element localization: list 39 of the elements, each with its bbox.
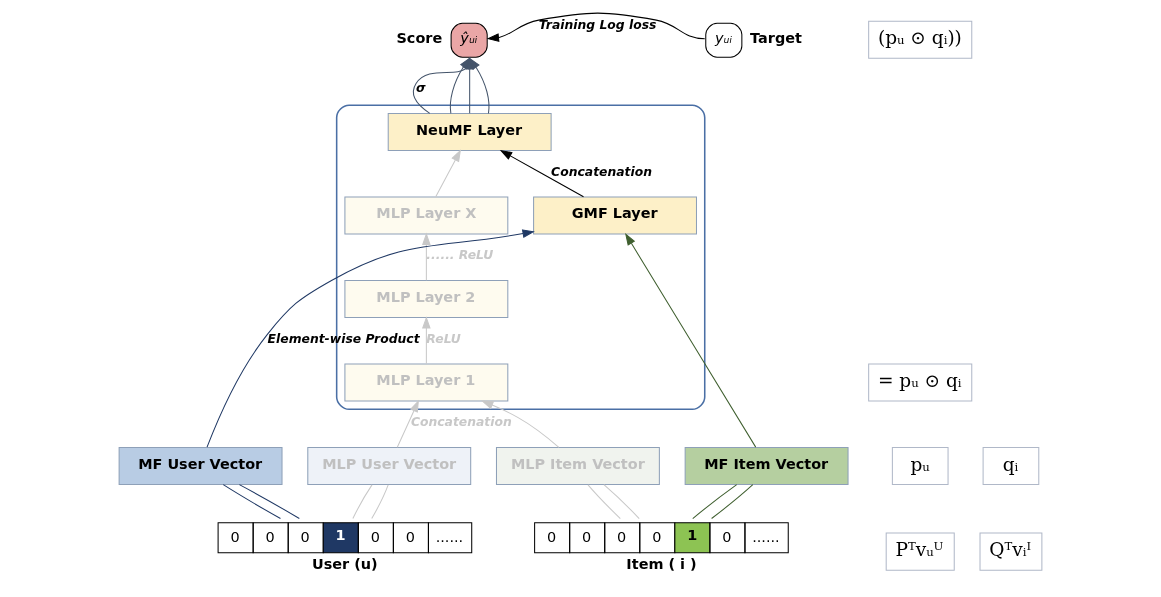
arrow: [422, 232, 431, 281]
edge-label: Concatenation: [551, 164, 653, 179]
node-box: MLP Layer 1: [344, 363, 509, 402]
node-box: MLP Layer 2: [344, 279, 509, 319]
connector: [238, 484, 300, 520]
node-box: MF Item Vector: [684, 446, 849, 486]
arrow: [486, 12, 706, 42]
connector: [587, 484, 621, 520]
node-box: Qᵀvᵢᴵ: [979, 532, 1043, 571]
connector: [603, 484, 640, 520]
connector: [711, 484, 754, 520]
connector: [692, 484, 738, 520]
node-box: = pᵤ ⊙ qᵢ: [868, 363, 973, 402]
node-box: Pᵀvᵤᵁ: [885, 532, 955, 571]
edge-label: σ: [416, 81, 426, 96]
arrow: [499, 149, 584, 198]
arrow: [469, 57, 490, 114]
connector: [222, 484, 281, 520]
node-box: MLP Layer X: [344, 196, 509, 235]
arrow: [625, 232, 757, 448]
arrow: [206, 229, 535, 448]
edge-label: Training Log loss: [538, 17, 657, 32]
node-box: GMF Layer: [533, 196, 697, 235]
connector: [352, 484, 373, 520]
node-box: NeuMF Layer: [387, 112, 552, 152]
node-box: (pᵤ ⊙ qᵢ)): [868, 20, 973, 59]
node-label: User (u): [311, 556, 378, 573]
node-label: Score: [396, 30, 443, 47]
node-box: pᵤ: [891, 446, 949, 486]
node-box: MLP User Vector: [307, 446, 472, 486]
arrow: [435, 149, 461, 198]
node-label: Item ( i ): [626, 556, 697, 573]
connector: [371, 484, 389, 520]
node-box: qᵢ: [982, 446, 1040, 486]
node-box: MF User Vector: [118, 446, 283, 486]
arrow: [396, 399, 419, 448]
node-label: Target: [750, 30, 802, 47]
arrow: [481, 400, 560, 448]
arrow: [422, 316, 431, 365]
